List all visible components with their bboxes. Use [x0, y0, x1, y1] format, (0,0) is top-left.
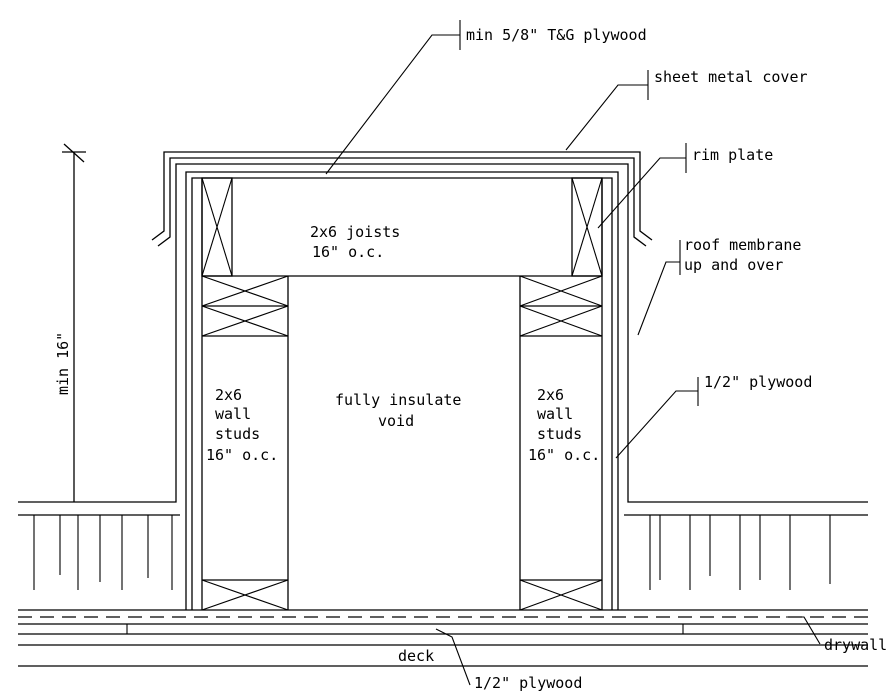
label-studs-left-2: wall: [215, 405, 251, 423]
label-drywall: drywall: [824, 636, 886, 654]
framing: [201, 177, 603, 611]
roof-insulation: [33, 515, 831, 590]
label-studs-right-3: studs: [537, 425, 582, 443]
label-studs-left-1: 2x6: [215, 386, 242, 404]
label-rim-plate: rim plate: [692, 146, 773, 164]
annotations: min 5/8" T&G plywood sheet metal cover r…: [206, 26, 886, 692]
label-plywood-side: 1/2" plywood: [704, 373, 812, 391]
sheet-metal-cover: [151, 151, 653, 247]
height-dimension: min 16": [54, 143, 86, 502]
label-studs-right-1: 2x6: [537, 386, 564, 404]
label-membrane-1: roof membrane: [684, 236, 801, 254]
label-studs-right-4: 16" o.c.: [528, 446, 600, 464]
min-height-label: min 16": [54, 332, 72, 395]
label-joists-2: 16" o.c.: [312, 243, 384, 261]
label-studs-left-3: studs: [215, 425, 260, 443]
roof-membrane: [18, 163, 868, 516]
label-void-2: void: [378, 412, 414, 430]
label-void-1: fully insulate: [335, 391, 461, 409]
deck-layers: [18, 609, 868, 667]
label-studs-left-4: 16" o.c.: [206, 446, 278, 464]
plywood-sheathing: [185, 171, 619, 610]
label-deck: deck: [398, 647, 434, 665]
label-sheet-metal: sheet metal cover: [654, 68, 808, 86]
leader-lines: [325, 20, 821, 686]
label-studs-right-2: wall: [537, 405, 573, 423]
label-plywood-top: min 5/8" T&G plywood: [466, 26, 647, 44]
label-membrane-2: up and over: [684, 256, 783, 274]
label-plywood-bottom: 1/2" plywood: [474, 674, 582, 692]
label-joists-1: 2x6 joists: [310, 223, 400, 241]
